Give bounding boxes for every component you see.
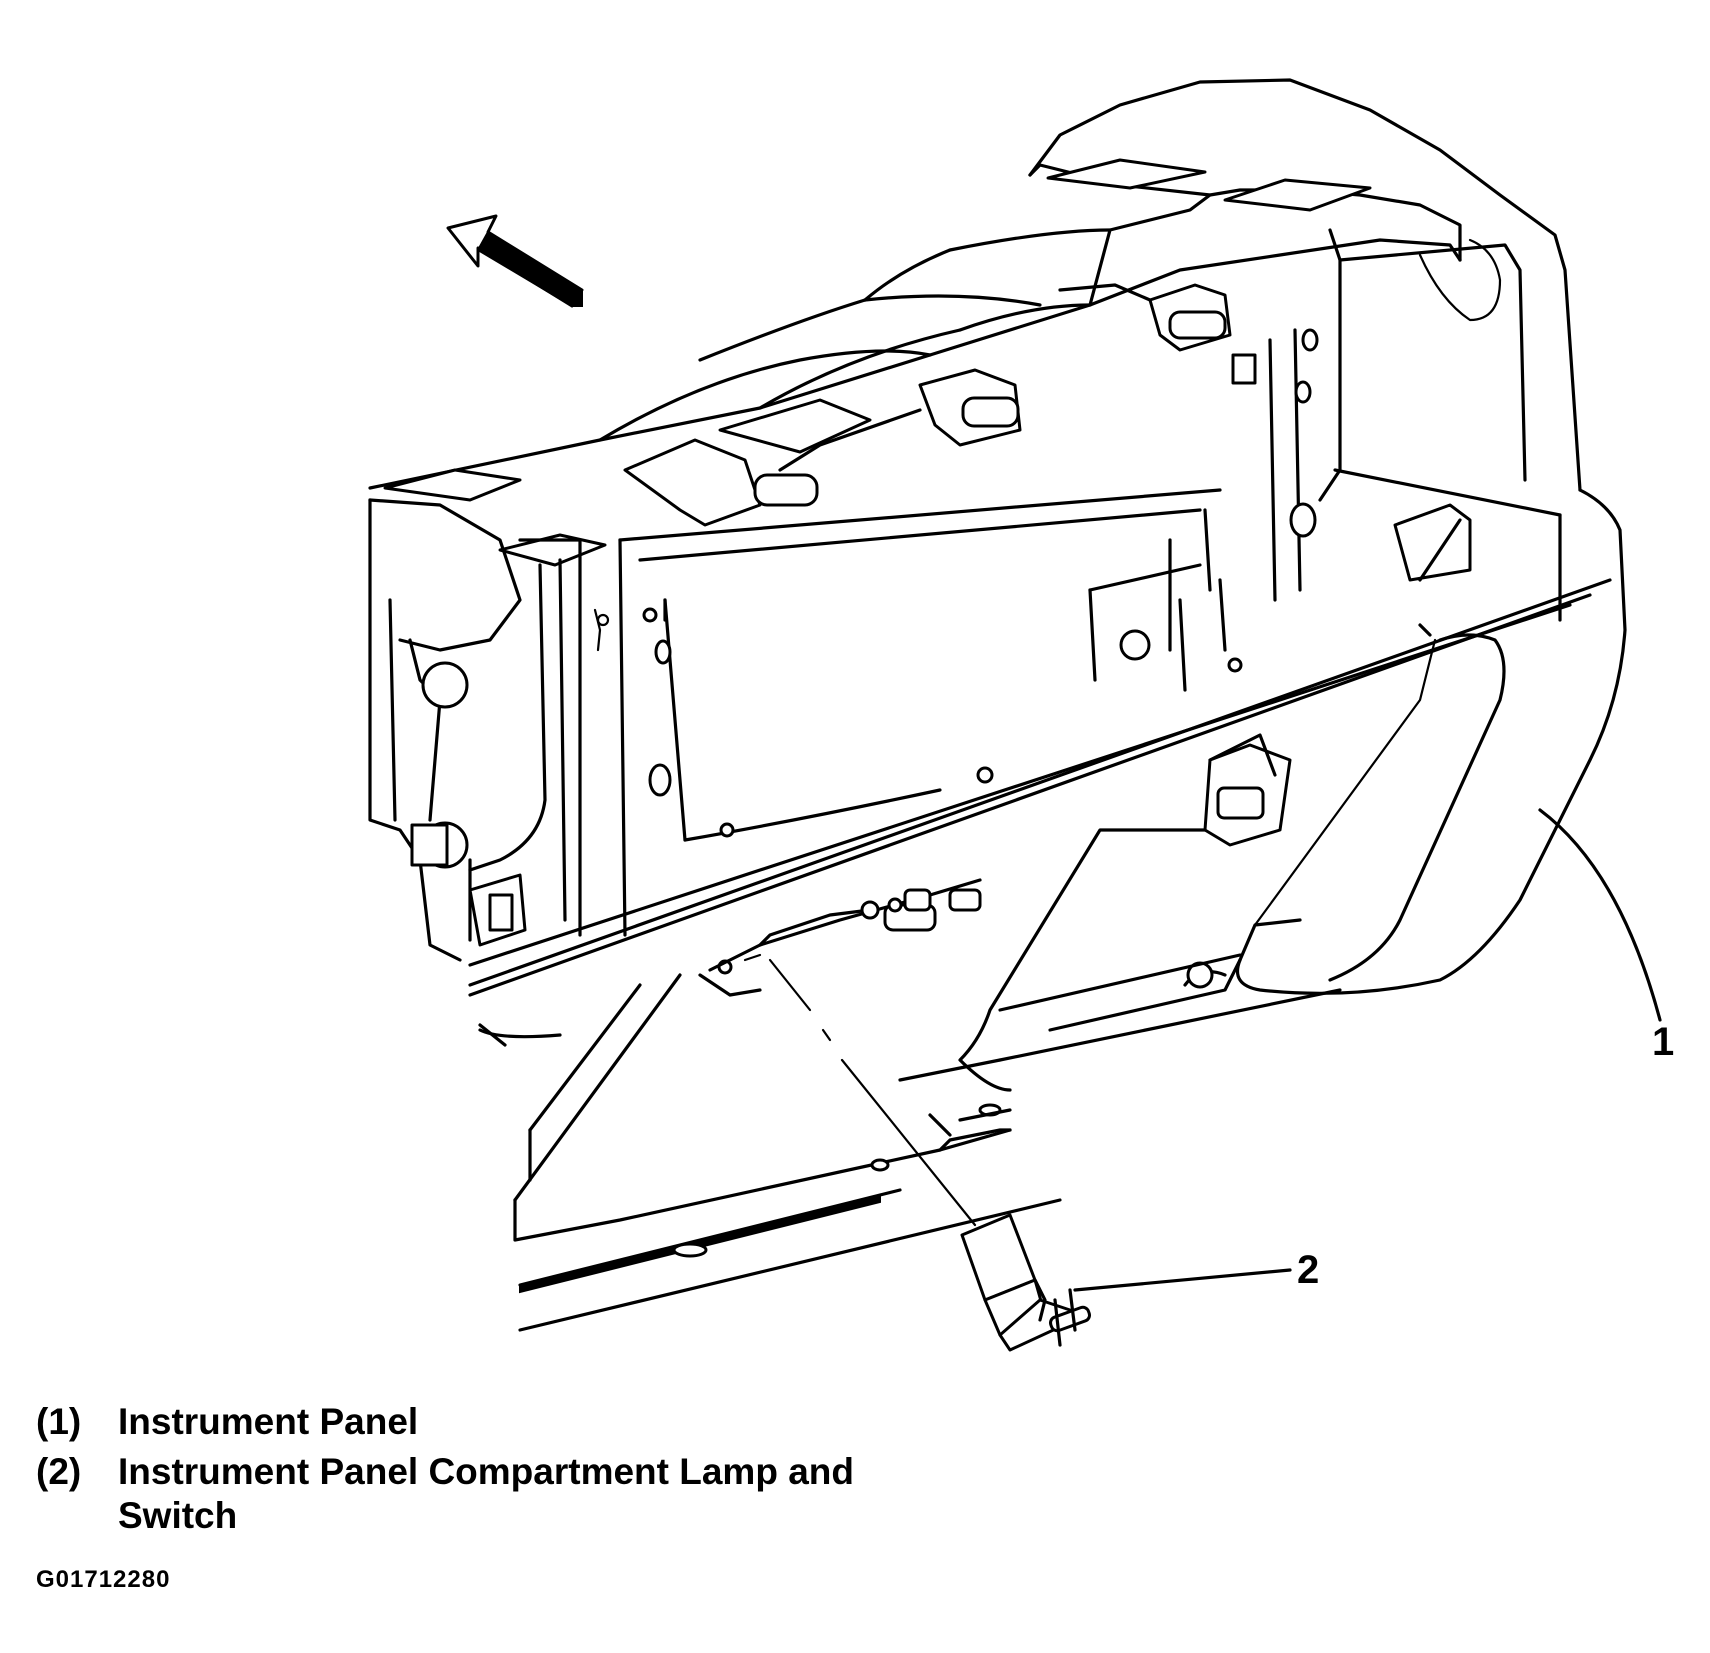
lower-dash-rail xyxy=(468,578,1612,1039)
callout-1: 1 xyxy=(1652,1020,1675,1064)
callout-2: 2 xyxy=(1297,1248,1320,1292)
left-dash-structure xyxy=(368,498,610,962)
figure-code: G01712280 xyxy=(36,1566,171,1593)
glove-box-tub xyxy=(478,973,1342,1332)
parts-legend: (1) Instrument Panel (2) Instrument Pane… xyxy=(36,1400,936,1544)
direction-arrow-icon xyxy=(446,214,584,308)
installation-line xyxy=(768,958,977,1227)
lamp-switch-part xyxy=(960,1213,1091,1352)
legend-text: Instrument Panel xyxy=(118,1401,419,1442)
dash-panel-bands xyxy=(598,228,1112,442)
legend-key: (2) xyxy=(36,1451,82,1492)
legend-key: (1) xyxy=(36,1401,82,1442)
callout-leaders xyxy=(1073,808,1662,1292)
mounting-tabs xyxy=(383,283,1232,567)
legend-item-1: (1) Instrument Panel xyxy=(36,1400,936,1444)
glove-box-opening xyxy=(618,328,1472,937)
lower-bracket xyxy=(958,733,1292,1092)
legend-item-2: (2) Instrument Panel Compartment Lamp an… xyxy=(36,1450,936,1538)
glove-box-door xyxy=(1235,488,1627,995)
legend-text: Instrument Panel Compartment Lamp and Sw… xyxy=(118,1451,854,1536)
latch-mechanism xyxy=(698,878,982,997)
